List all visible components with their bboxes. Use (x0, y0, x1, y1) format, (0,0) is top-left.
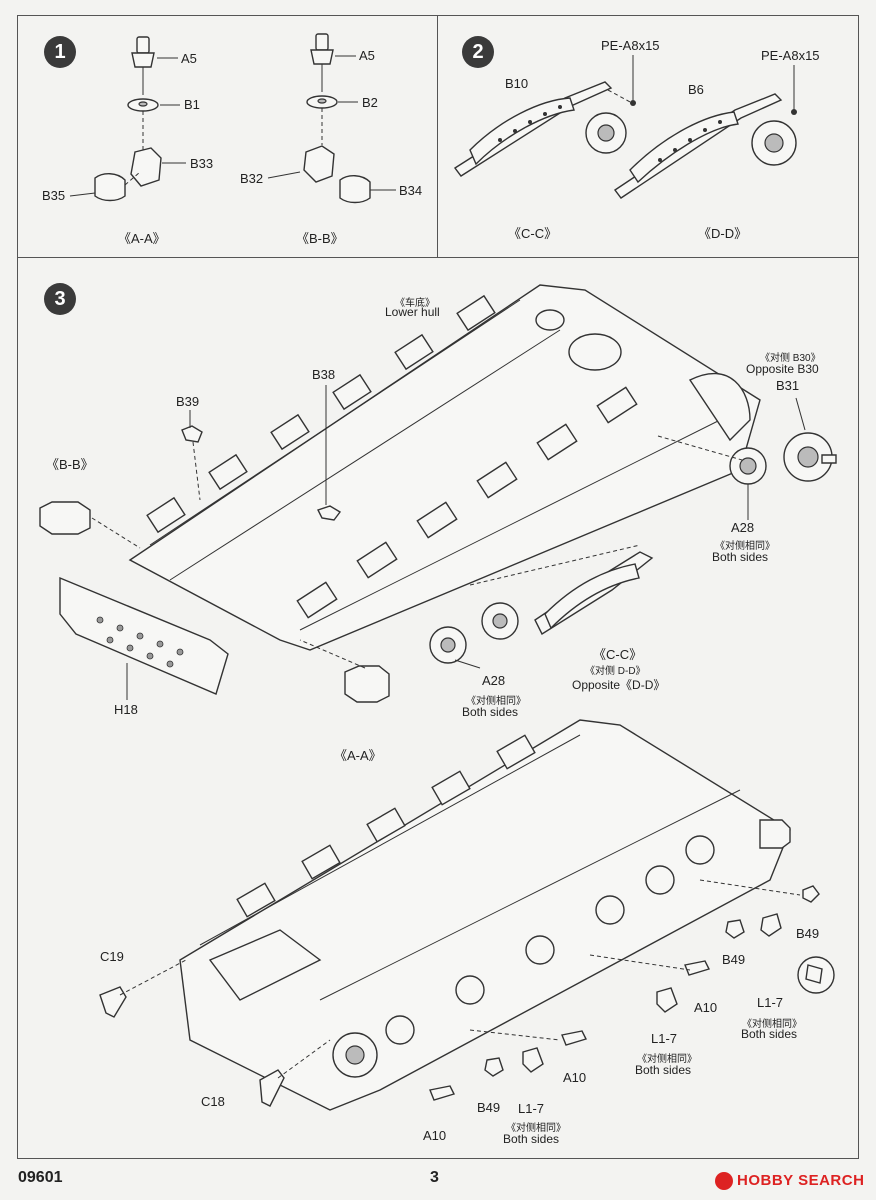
label-b38: B38 (312, 367, 336, 382)
opp-dd-en: Opposite《D-D》 (572, 678, 666, 692)
page-number: 3 (430, 1169, 439, 1186)
opp-b30-en: Opposite B30 (746, 362, 819, 376)
both-sides-en-2: Both sides (462, 705, 519, 719)
step1-right-b34: B34 (399, 183, 423, 198)
step3-panel (17, 257, 859, 1159)
lower-hull-cn: 《车底》 (395, 298, 435, 309)
label-a28-top: A28 (731, 520, 755, 535)
label-b39: B39 (176, 394, 200, 409)
label-a10-mid: A10 (563, 1070, 587, 1085)
step1-right-a5: A5 (359, 48, 375, 63)
kit-code: 09601 (18, 1169, 63, 1186)
step1-left-b1: B1 (184, 97, 200, 112)
step1-left-parts (69, 36, 186, 202)
label-a10-right: A10 (694, 1000, 718, 1015)
brand-name: HOBBY SEARCH (737, 1172, 865, 1189)
step1-left-caption: 《A-A》 (118, 231, 166, 246)
step-3-badge: 3 (44, 283, 76, 315)
both-sides-cn-5: 《对侧相同》 (506, 1123, 566, 1134)
step1-right-caption: 《B-B》 (296, 231, 344, 246)
step-1-badge: 1 (44, 36, 76, 68)
lower-hull-en: Lower hull (385, 305, 440, 319)
both-sides-en-5: Both sides (503, 1132, 560, 1146)
label-c18: C18 (201, 1094, 225, 1109)
step2-right-b6: B6 (688, 82, 704, 97)
brand-logo (715, 1172, 733, 1190)
label-l17-left: L1-7 (518, 1101, 545, 1116)
label-a28-bottom: A28 (482, 673, 506, 688)
step3-upper-parts (39, 385, 837, 703)
step2-right-parts (613, 65, 797, 199)
step1-left-b35: B35 (42, 188, 66, 203)
both-sides-cn-3: 《对侧相同》 (742, 1019, 802, 1030)
step2-left-parts (453, 55, 636, 177)
label-cc: 《C-C》 (593, 647, 643, 662)
label-bb: 《B-B》 (46, 457, 94, 472)
step1-left-a5: A5 (181, 51, 197, 66)
label-aa: 《A-A》 (334, 748, 382, 763)
both-sides-cn-4: 《对侧相同》 (637, 1054, 697, 1065)
opp-dd-cn: 《对侧 D-D》 (585, 666, 646, 677)
both-sides-en-1: Both sides (712, 550, 769, 564)
both-sides-en-4: Both sides (635, 1063, 692, 1077)
step1-right-b2: B2 (362, 95, 378, 110)
label-b49-right: B49 (796, 926, 820, 941)
step2-right-caption: 《D-D》 (698, 226, 748, 241)
step-2-badge: 2 (462, 36, 494, 68)
both-sides-en-3: Both sides (741, 1027, 798, 1041)
label-b49-mid: B49 (722, 952, 746, 967)
step3-upper-hull (128, 284, 761, 651)
label-l17-right: L1-7 (757, 995, 784, 1010)
label-b49-left: B49 (477, 1100, 501, 1115)
step1-right-parts (267, 33, 396, 204)
step2-right-pe: PE-A8x15 (761, 48, 820, 63)
label-b31: B31 (776, 378, 800, 393)
step1-left-b33: B33 (190, 156, 214, 171)
label-a10-left: A10 (423, 1128, 447, 1143)
step3-lower-hull (99, 719, 835, 1111)
step2-left-caption: 《C-C》 (508, 226, 558, 241)
step2-left-pe: PE-A8x15 (601, 38, 660, 53)
both-sides-cn-2: 《对侧相同》 (466, 696, 526, 707)
label-c19: C19 (100, 949, 124, 964)
step2-left-b10: B10 (505, 76, 529, 91)
step1-right-b32: B32 (240, 171, 264, 186)
label-h18: H18 (114, 702, 138, 717)
both-sides-cn-1: 《对侧相同》 (715, 541, 775, 552)
opp-b30-cn: 《对侧 B30》 (760, 353, 821, 364)
label-l17-mid: L1-7 (651, 1031, 678, 1046)
